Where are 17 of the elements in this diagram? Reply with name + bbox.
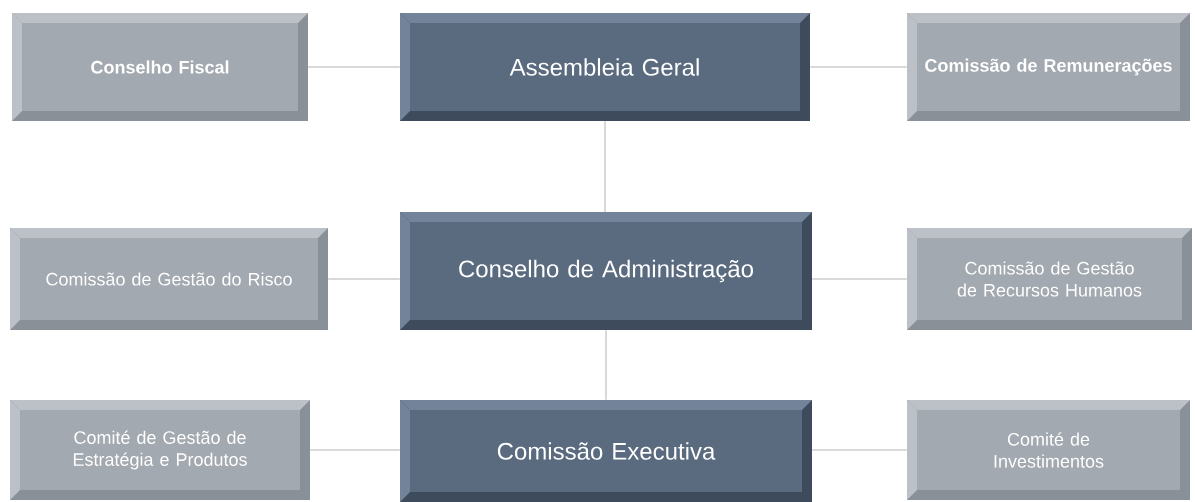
connector-line: [604, 120, 606, 213]
org-box: Comissão de Gestão de Recursos Humanos: [907, 228, 1192, 330]
org-box: Assembleia Geral: [400, 13, 810, 121]
connector-line: [309, 449, 401, 451]
connector-line: [327, 278, 401, 280]
org-box: Comissão de Remunerações: [907, 13, 1190, 121]
org-box: Conselho Fiscal: [12, 13, 308, 121]
connector-line: [809, 66, 908, 68]
org-box: Comité de Investimentos: [907, 400, 1190, 500]
connector-line: [605, 329, 607, 401]
org-box: Conselho de Administração: [400, 212, 812, 330]
connector-line: [307, 66, 401, 68]
org-box: Comissão de Gestão do Risco: [10, 228, 328, 330]
org-box: Comissão Executiva: [400, 400, 812, 502]
org-box: Comité de Gestão de Estratégia e Produtos: [10, 400, 310, 500]
connector-line: [811, 278, 908, 280]
connector-line: [811, 449, 908, 451]
